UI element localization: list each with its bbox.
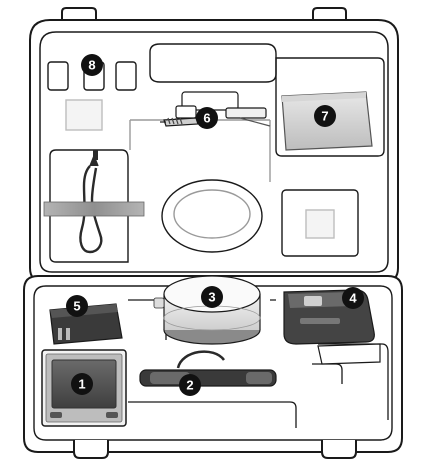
callout-label-5: 5 (73, 299, 80, 314)
callout-label-2: 2 (186, 378, 193, 393)
callout-badge-7: 7 (314, 105, 336, 127)
callout-badge-4: 4 (342, 287, 364, 309)
callout-badge-3: 3 (201, 286, 223, 308)
callout-label-3: 3 (208, 290, 215, 305)
callout-label-8: 8 (88, 58, 95, 73)
callout-label-4: 4 (349, 291, 357, 306)
right-square-inner (306, 210, 334, 238)
left-square-recess (66, 100, 102, 130)
callout-badge-5: 5 (66, 295, 88, 317)
base-latch-left (74, 440, 108, 458)
base-latch-right (322, 440, 356, 458)
callout-label-7: 7 (321, 109, 328, 124)
item-3-puck (154, 276, 260, 344)
callout-label-1: 1 (78, 377, 85, 392)
cable-tape (44, 202, 144, 216)
callout-badge-6: 6 (196, 107, 218, 129)
callout-label-6: 6 (203, 111, 210, 126)
callout-badge-1: 1 (71, 373, 93, 395)
callout-badge-8: 8 (81, 54, 103, 76)
callout-badge-2: 2 (179, 374, 201, 396)
